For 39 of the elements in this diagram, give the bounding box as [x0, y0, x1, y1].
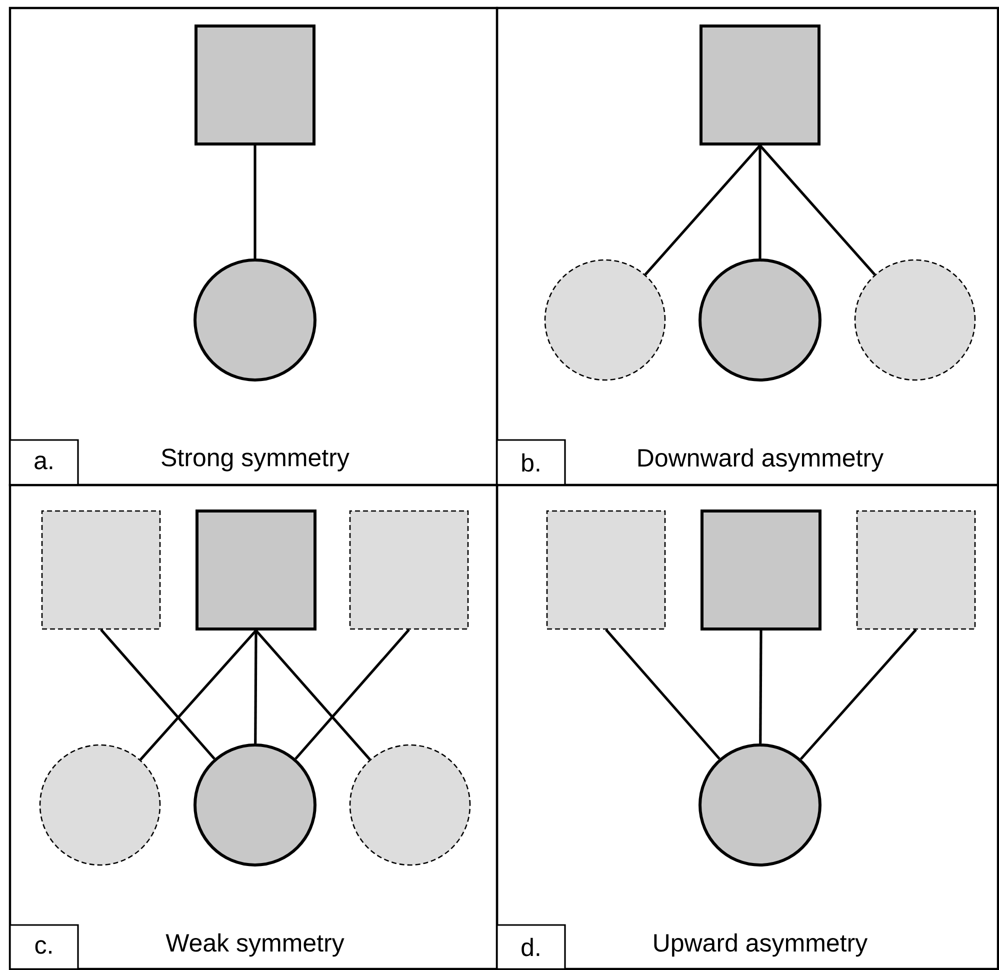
circle	[854, 259, 976, 381]
square	[700, 24, 820, 146]
panel-caption: Strong symmetry	[162, 448, 350, 472]
connector-line	[759, 630, 762, 744]
circle	[194, 258, 316, 382]
square	[856, 510, 976, 630]
connector-line	[605, 628, 720, 760]
panel	[496, 6, 999, 486]
panel	[8, 484, 498, 970]
square	[700, 510, 822, 630]
circle	[544, 259, 666, 381]
circle	[698, 258, 822, 382]
panel-caption: Upward asymmetry	[654, 933, 868, 957]
panel-caption: Weak symmetry	[166, 933, 344, 957]
connector-line	[254, 146, 256, 258]
square	[349, 510, 469, 630]
square	[546, 510, 666, 630]
connector-line	[759, 144, 876, 276]
letter-box: d.	[496, 924, 566, 970]
connector-line	[800, 628, 917, 760]
connector-line	[100, 628, 216, 760]
panel	[496, 484, 999, 970]
square	[194, 24, 316, 146]
connector-line	[758, 146, 762, 258]
square	[196, 510, 316, 630]
connector-line	[254, 630, 258, 744]
circle	[349, 744, 471, 866]
connector-line	[644, 144, 761, 276]
circle	[39, 744, 161, 866]
square	[41, 510, 161, 630]
letter-box: b.	[496, 439, 566, 486]
letter-box: a.	[9, 439, 79, 486]
letter-box: c.	[9, 924, 79, 970]
circle	[698, 744, 822, 867]
circle	[194, 744, 316, 867]
panel-caption: Downward asymmetry	[638, 448, 884, 472]
connector-line	[139, 630, 257, 761]
connector-line	[294, 628, 410, 760]
connector-line	[255, 630, 371, 760]
